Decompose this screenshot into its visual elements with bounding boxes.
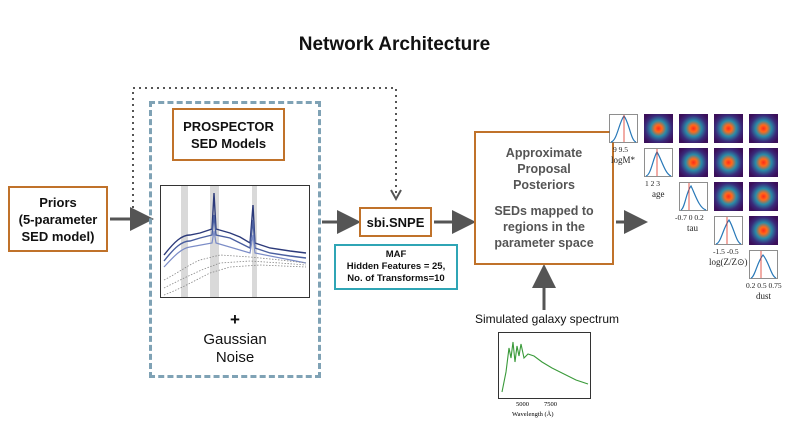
maf-line2: Hidden Features = 25, [346,261,446,272]
priors-box: Priors (5-parameter SED model) [8,186,108,252]
param-label-logm: logM* [611,155,636,165]
diagram-title: Network Architecture [298,34,491,55]
simulated-spectrum-label: Simulated galaxy spectrum [474,312,620,326]
sed-models-dashed-group [149,101,321,378]
marginal-histograms [609,114,778,279]
proposal-line4: SEDs mapped to [494,204,594,218]
proposal-line3: Posteriors [513,178,575,192]
param-ticks-age: 1 2 3 [645,179,660,188]
proposal-line6: parameter space [494,236,594,250]
proposal-posteriors-box: Approximate Proposal Posteriors SEDs map… [474,131,614,265]
noise-line2: Noise [215,349,255,366]
proposal-line5: regions in the [503,220,585,234]
param-label-dust: dust [756,291,772,301]
simulated-spectrum-plot: 5000 7500 Wavelength (Å) [498,332,591,418]
proposal-line2: Proposal [517,162,571,176]
maf-line1: MAF [385,249,407,260]
prospector-line1: PROSPECTOR [183,118,274,134]
joint-density-panels [644,114,778,245]
proposal-line1: Approximate [505,146,583,160]
param-ticks-logm: 9 9.5 [613,145,628,154]
priors-line1: Priors [39,194,77,210]
snpe-label: sbi.SNPE [366,214,425,230]
param-label-logz: log(Z/Z⊙) [709,257,748,267]
prospector-line2: SED Models [190,135,267,151]
prospector-box: PROSPECTOR SED Models [172,108,285,161]
priors-line3: SED model) [21,228,95,244]
spectrum-tick-7500: 7500 [544,401,557,408]
sed-model-spectra-plot [160,185,310,298]
spectrum-xlabel: Wavelength (Å) [512,410,554,418]
param-label-age: age [652,189,665,199]
sbi-snpe-box: sbi.SNPE [359,207,432,237]
priors-line2: (5-parameter [18,211,98,227]
param-ticks-tau: -0.7 0 0.2 [675,213,704,222]
noise-line1: Gaussian [203,331,267,348]
param-ticks-dust: 0.2 0.5 0.75 [746,281,782,290]
plus-sign: + [230,310,240,329]
gaussian-noise-label: Gaussian Noise [149,331,321,367]
maf-box: MAF Hidden Features = 25, No. of Transfo… [334,244,458,290]
corner-plot: 9 9.5 logM* 1 2 3 age -0.7 0 0.2 tau -1.… [609,114,782,301]
maf-line3: No. of Transforms=10 [347,273,445,284]
param-label-tau: tau [687,223,698,233]
param-ticks-logz: -1.5 -0.5 [713,247,739,256]
spectrum-tick-5000: 5000 [516,401,529,408]
